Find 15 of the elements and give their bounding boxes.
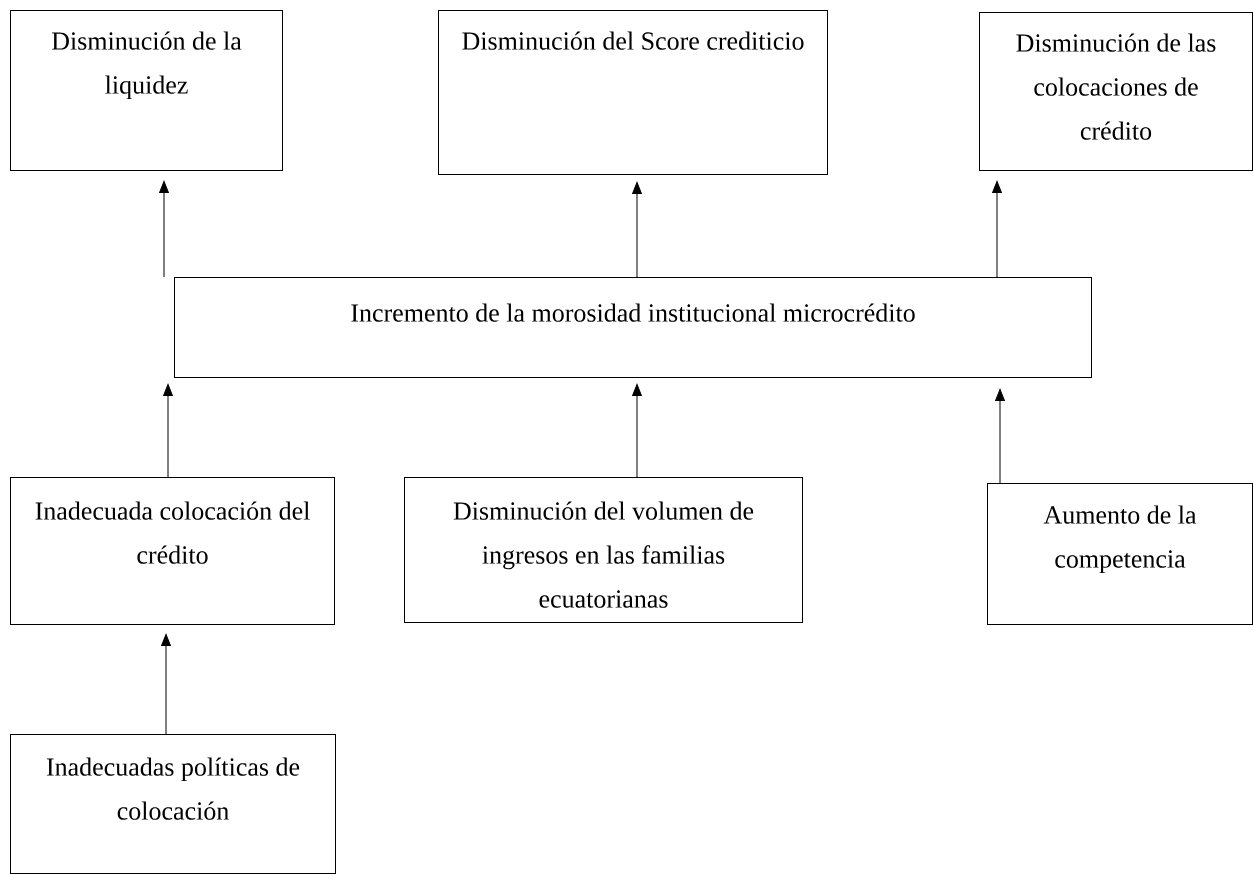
cause-box: Disminución del volumen de ingresos en las familias ecuatorianas xyxy=(404,477,803,623)
cause-box: Aumento de la competencia xyxy=(987,483,1253,625)
cause-box: Inadecuada colocación del crédito xyxy=(10,477,335,625)
effect-box: Disminución de la liquidez xyxy=(10,10,283,171)
cause-box: Inadecuadas políticas de colocación xyxy=(10,734,336,874)
arrow xyxy=(992,180,1002,278)
effect-box: Disminución del Score crediticio xyxy=(438,10,828,175)
arrow xyxy=(163,383,173,478)
arrow xyxy=(995,388,1005,484)
effect-box: Disminución de las colocaciones de crédito xyxy=(979,12,1253,171)
arrow xyxy=(159,180,169,278)
arrow xyxy=(632,181,642,278)
arrow xyxy=(632,383,642,478)
problem-box: Incremento de la morosidad institucional microcrédito xyxy=(174,277,1092,378)
arrow xyxy=(161,633,171,735)
